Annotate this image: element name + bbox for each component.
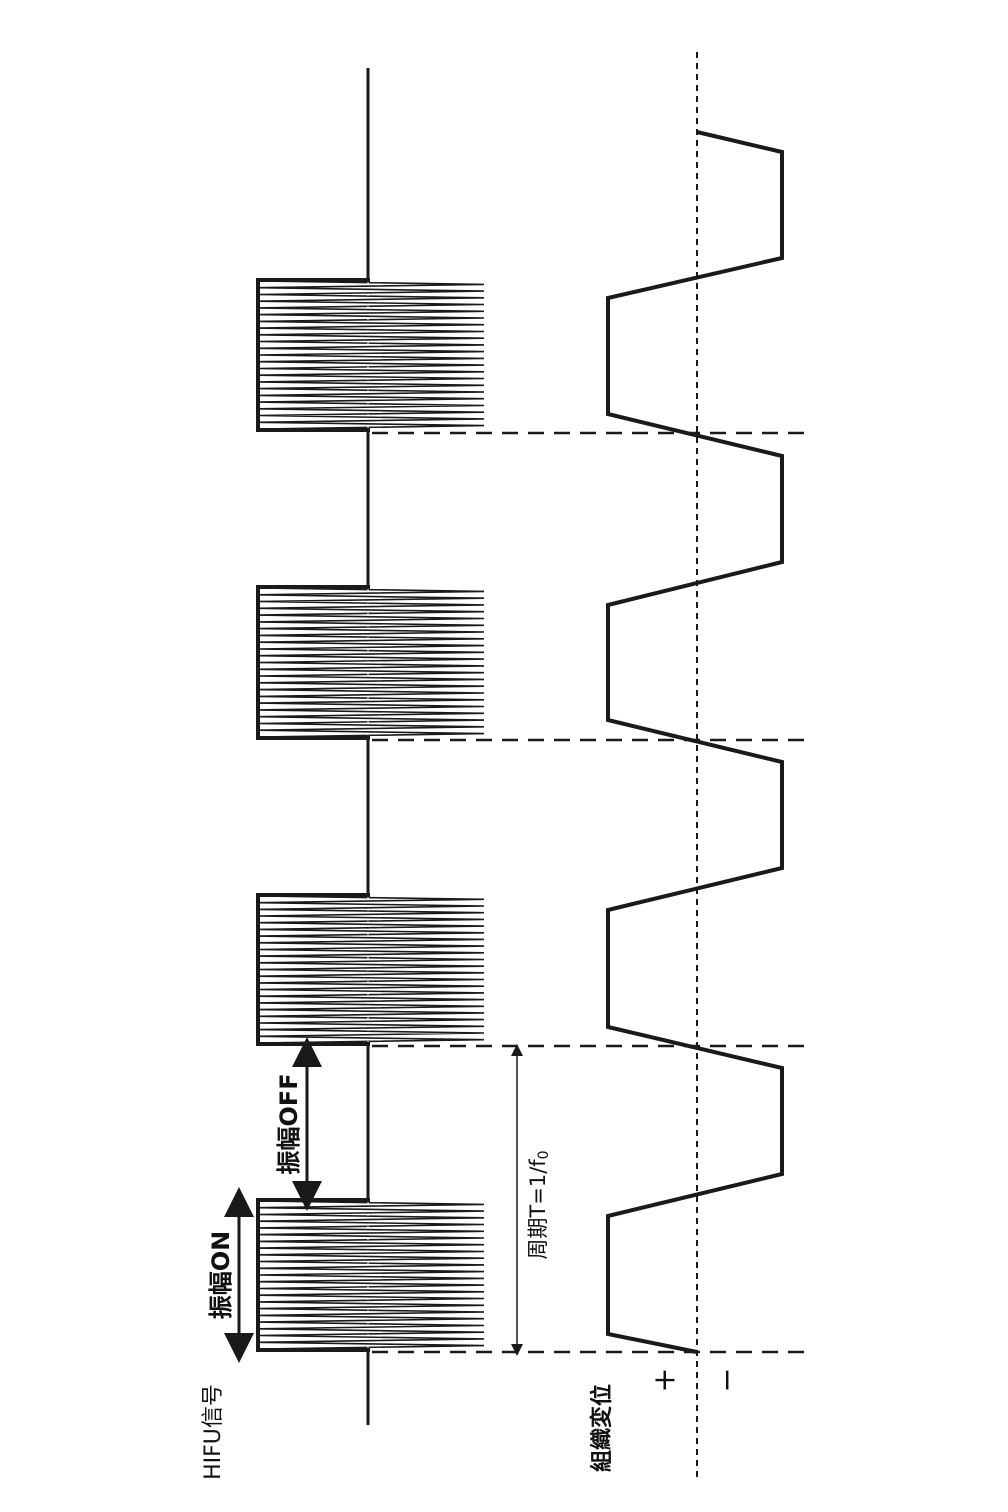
- hifu-oscillation: [258, 1201, 484, 1349]
- plus-sign: +: [648, 1367, 683, 1392]
- tissue-displacement-waveform: [608, 132, 782, 1352]
- period-label-subscript: 0: [536, 1150, 552, 1159]
- period-label: 周期T=1/f0: [526, 1150, 552, 1259]
- minus-sign: −: [710, 1367, 745, 1392]
- displacement-trace: [608, 132, 782, 1352]
- hifu-oscillation: [258, 588, 484, 737]
- amplitude-on-label: 振幅ON: [207, 1231, 235, 1320]
- hifu-oscillation: [258, 281, 484, 429]
- hifu-burst: [258, 585, 484, 740]
- hifu-burst: [258, 893, 484, 1046]
- hifu-oscillation: [258, 896, 484, 1043]
- hifu-signal-waveform: [258, 68, 484, 1425]
- tissue-displacement-label: 組織変位: [589, 1384, 615, 1472]
- period-label-main: 周期T=1/f: [526, 1159, 550, 1260]
- hifu-signal-label: HIFU信号: [201, 1384, 226, 1480]
- hifu-burst: [258, 1198, 484, 1352]
- amplitude-off-label: 振幅OFF: [275, 1073, 303, 1174]
- hifu-burst: [258, 278, 484, 432]
